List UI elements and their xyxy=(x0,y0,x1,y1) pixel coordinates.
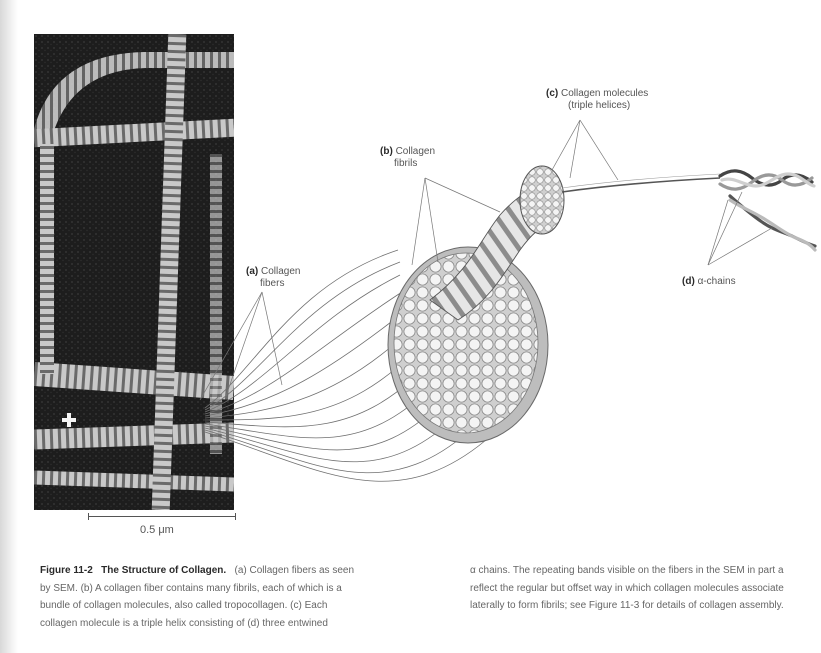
label-collagen-fibrils: (b) Collagen fibrils xyxy=(380,146,435,170)
caption-line: (a) Collagen fibers as seen xyxy=(235,565,355,576)
caption-line: by SEM. (b) A collagen fiber contains ma… xyxy=(40,583,342,594)
label-alpha-chains: (d) α-chains xyxy=(682,276,736,288)
caption-line: laterally to form fibrils; see Figure 11… xyxy=(470,600,784,611)
triple-helix xyxy=(720,171,815,250)
label-collagen-molecules: (c) Collagen molecules (triple helices) xyxy=(546,88,648,112)
caption-line: bundle of collagen molecules, also calle… xyxy=(40,600,327,611)
label-collagen-fibers: (a) Collagen fibers xyxy=(246,266,301,290)
caption-line: collagen molecule is a triple helix cons… xyxy=(40,618,328,629)
figure-caption-right: α chains. The repeating bands visible on… xyxy=(470,562,820,615)
figure-caption-left: Figure 11-2 The Structure of Collagen. (… xyxy=(40,562,380,632)
figure-title: The Structure of Collagen. xyxy=(101,565,226,576)
figure-number: Figure 11-2 xyxy=(40,565,93,576)
caption-line: α chains. The repeating bands visible on… xyxy=(470,565,784,576)
caption-line: reflect the regular but offset way in wh… xyxy=(470,583,784,594)
fibril-cross-section xyxy=(520,166,564,234)
